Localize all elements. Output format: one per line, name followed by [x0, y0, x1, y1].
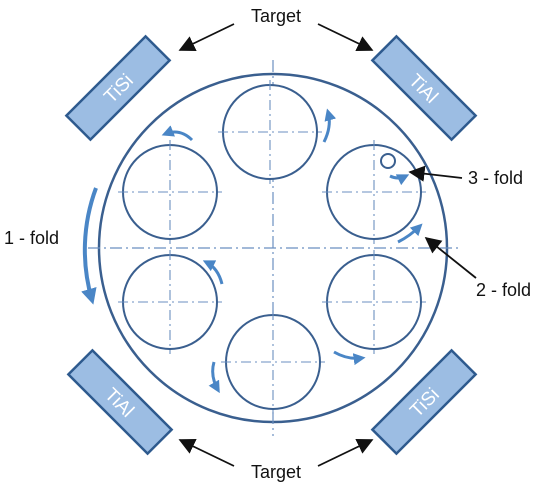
satellite-bottom [221, 310, 325, 414]
pointer-target-top-right [317, 23, 374, 51]
rotation-arrow-lower-left [202, 260, 224, 285]
two-fold-rotation-arrow [397, 223, 423, 244]
target-top-right: TiAl [370, 34, 478, 142]
pointer-target-bottom-left [178, 439, 235, 467]
pointer-target-top-left [178, 23, 235, 51]
sample-small-circle [380, 153, 396, 169]
satellite-lower-left [118, 250, 222, 354]
target-bottom-right: TiSi [370, 348, 478, 456]
rotation-arrow-top-right [322, 108, 337, 143]
satellite-lower-right [322, 250, 426, 354]
rotation-arrow-lower-right [333, 350, 366, 366]
target-top-label: Target [251, 6, 301, 26]
target-top-left: TiSi [64, 34, 172, 142]
one-fold-label: 1 - fold [4, 228, 59, 248]
rotation-arrow-top-left [161, 125, 194, 142]
three-fold-label: 3 - fold [468, 168, 523, 188]
satellite-upper-left [118, 140, 222, 244]
pointer-target-bottom-right [317, 439, 374, 467]
rotation-arrow-upper-right-inner [389, 174, 410, 186]
pointer-two-fold [424, 236, 477, 279]
rotation-arrow-bottom-left [208, 361, 220, 394]
one-fold-rotation-arrow [81, 187, 98, 305]
pointer-three-fold [408, 165, 463, 182]
two-fold-label: 2 - fold [476, 280, 531, 300]
target-bottom-left: TiAl [66, 348, 174, 456]
target-bottom-label: Target [251, 462, 301, 482]
satellite-top [218, 80, 322, 184]
satellite-upper-right [322, 140, 426, 244]
